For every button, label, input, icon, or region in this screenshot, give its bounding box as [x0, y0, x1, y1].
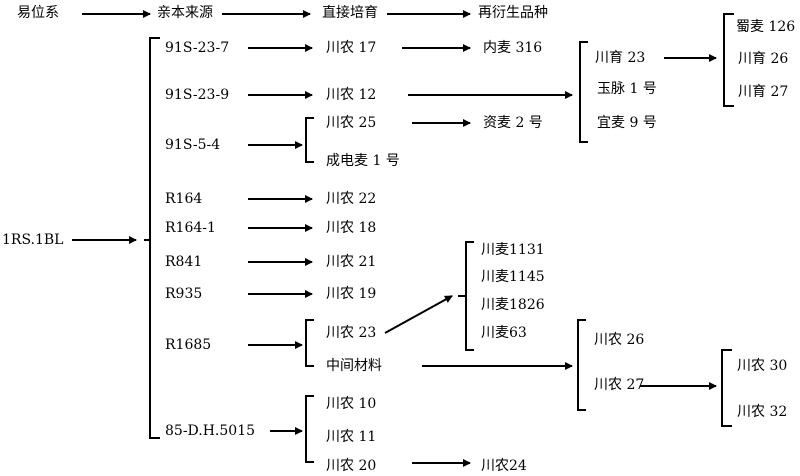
derived-nm316: 内麦 316	[483, 40, 543, 56]
parent-r841: R841	[165, 254, 203, 270]
derived-cm1145: 川麦1145	[481, 269, 545, 285]
parent-r1685: R1685	[165, 337, 212, 353]
bracket-cm	[458, 241, 474, 351]
main-bracket	[144, 37, 160, 439]
arrow-cn23	[384, 295, 453, 334]
derived-cy26: 川育 26	[738, 51, 789, 67]
derived-cn30: 川农 30	[737, 358, 788, 374]
bracket-sm	[723, 13, 734, 107]
direct-cn25: 川农 25	[326, 115, 377, 131]
bracket-cy23	[579, 41, 588, 143]
derived-cn26: 川农 26	[594, 332, 645, 348]
derived-cy27: 川育 27	[738, 84, 789, 100]
derived-cy23: 川育 23	[595, 50, 646, 66]
direct-cn21: 川农 21	[326, 254, 377, 270]
direct-cn22: 川农 22	[326, 191, 377, 207]
derived-cn32: 川农 32	[737, 404, 788, 420]
root-label: 1RS.1BL	[2, 232, 64, 248]
direct-cn17: 川农 17	[326, 40, 377, 56]
direct-cn10: 川农 10	[326, 396, 377, 412]
parent-85-dh-5015: 85-D.H.5015	[165, 423, 256, 439]
direct-cn18: 川农 18	[326, 220, 377, 236]
parent-r164-1: R164-1	[165, 220, 216, 236]
direct-cn19: 川农 19	[326, 286, 377, 302]
derived-ym9: 宜麦 9 号	[597, 115, 657, 131]
header-derived-varieties: 再衍生品种	[478, 5, 548, 21]
direct-cdm1: 成电麦 1 号	[326, 153, 400, 169]
derived-zm2: 资麦 2 号	[483, 115, 543, 131]
parent-r164: R164	[165, 191, 203, 207]
direct-cn12: 川农 12	[326, 87, 377, 103]
derived-ym1: 玉脉 1 号	[597, 81, 657, 97]
derived-cm1826: 川麦1826	[481, 297, 545, 313]
direct-cn11: 川农 11	[326, 429, 377, 445]
header-direct-breeding: 直接培育	[322, 5, 378, 21]
bracket-cn3032	[721, 349, 732, 427]
parent-91s-23-9: 91S-23-9	[165, 87, 230, 103]
derived-cm63: 川麦63	[481, 325, 527, 341]
header-source-line: 易位系	[17, 5, 59, 21]
parent-91s-23-7: 91S-23-7	[165, 40, 230, 56]
bracket-p3	[305, 117, 314, 163]
derived-sm126: 蜀麦 126	[736, 19, 796, 35]
bracket-p8	[305, 319, 314, 367]
direct-intermediate-material: 中间材料	[326, 358, 382, 374]
direct-cn23: 川农 23	[326, 325, 377, 341]
derived-cm1131: 川麦1131	[481, 242, 545, 258]
bracket-cn2627	[577, 319, 586, 411]
bracket-p9	[305, 395, 314, 463]
direct-cn20: 川农 20	[326, 458, 377, 474]
header-parent-source: 亲本来源	[157, 5, 213, 21]
parent-r935: R935	[165, 286, 203, 302]
derived-cn24: 川农24	[481, 458, 527, 474]
parent-91s-5-4: 91S-5-4	[165, 137, 221, 153]
derived-cn27: 川农 27	[594, 377, 645, 393]
